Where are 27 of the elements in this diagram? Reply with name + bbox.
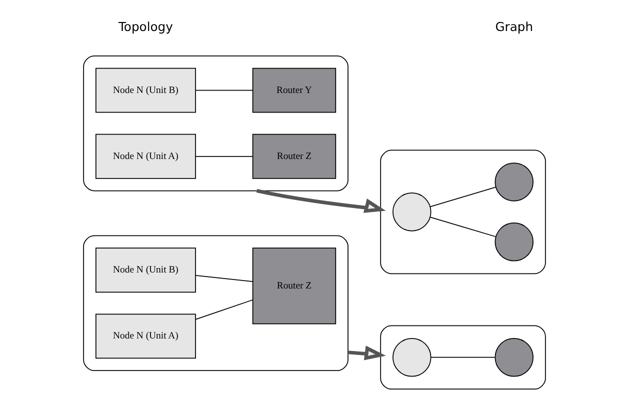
node-box: Node N (Unit A) xyxy=(95,134,196,179)
cluster xyxy=(83,235,348,372)
node-circle xyxy=(392,338,432,377)
node-box: Router Z xyxy=(252,134,336,179)
connector xyxy=(195,299,254,320)
connector xyxy=(195,275,254,282)
node-circle xyxy=(494,222,534,262)
cluster xyxy=(380,150,546,274)
label: Graph xyxy=(495,20,534,34)
node-circle xyxy=(494,162,534,202)
node-box: Node N (Unit B) xyxy=(95,248,196,293)
arrow xyxy=(348,346,386,360)
label: Topology xyxy=(118,20,173,34)
node-box: Node N (Unit A) xyxy=(95,314,196,359)
node-circle xyxy=(494,338,534,377)
connector xyxy=(430,186,496,208)
node-box: Router Y xyxy=(252,68,336,113)
connector xyxy=(430,216,496,238)
arrow xyxy=(256,189,386,213)
cluster xyxy=(83,55,348,192)
connector xyxy=(195,156,254,157)
node-circle xyxy=(392,192,432,232)
node-box: Node N (Unit B) xyxy=(95,68,196,113)
node-box: Router Z xyxy=(252,248,336,324)
cluster xyxy=(380,325,546,390)
connector xyxy=(430,356,496,358)
connector xyxy=(195,90,254,91)
